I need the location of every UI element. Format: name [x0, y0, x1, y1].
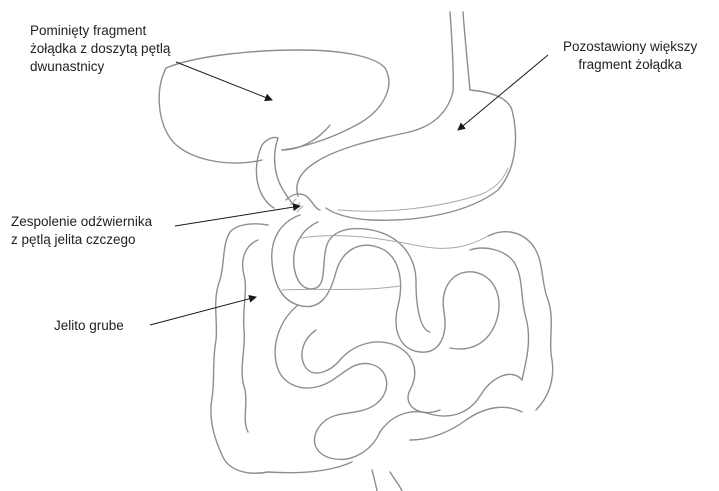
small-intestine-shape: [272, 215, 522, 459]
pointer-bypassed-stomach: [176, 62, 272, 100]
label-large-intestine-line1: Jelito grube: [54, 317, 124, 335]
label-bypassed-stomach: Pominięty fragment żołądka z doszytą pęt…: [30, 22, 170, 76]
anastomosis-shape: [286, 194, 320, 212]
pointer-large-intestine: [150, 297, 256, 325]
label-remaining-stomach-line2: fragment żołądka: [563, 56, 697, 74]
label-anastomosis-line1: Zespolenie odźwiernika: [11, 213, 152, 231]
label-remaining-stomach: Pozostawiony większy fragment żołądka: [563, 38, 697, 74]
esophagus-shape: [450, 12, 470, 92]
label-remaining-stomach-line1: Pozostawiony większy: [563, 38, 697, 56]
label-large-intestine: Jelito grube: [54, 317, 124, 335]
label-bypassed-stomach-line2: żołądka z doszytą pętlą: [30, 40, 170, 58]
large-intestine-shape: [211, 224, 553, 491]
pointer-anastomosis: [175, 206, 300, 226]
pointer-remaining-stomach: [458, 55, 548, 130]
label-anastomosis: Zespolenie odźwiernika z pętlą jelita cz…: [11, 213, 152, 249]
label-bypassed-stomach-line1: Pominięty fragment: [30, 22, 170, 40]
label-anastomosis-line2: z pętlą jelita czczego: [11, 231, 152, 249]
label-bypassed-stomach-line3: dwunastnicy: [30, 58, 170, 76]
